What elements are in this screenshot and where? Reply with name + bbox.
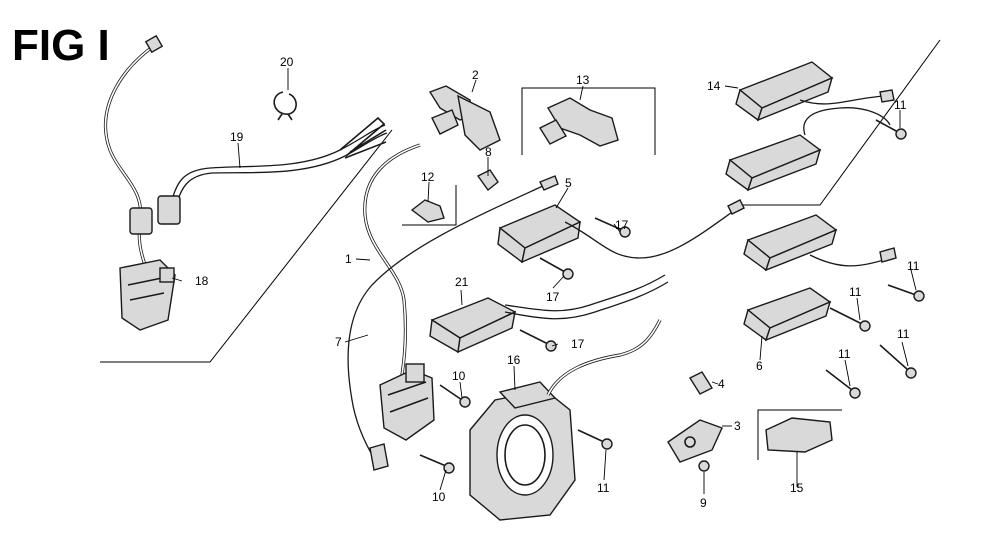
callout-9: 9 bbox=[700, 496, 707, 510]
leader-lines bbox=[171, 68, 917, 494]
part-coil-5 bbox=[497, 199, 745, 264]
frame-left-group bbox=[100, 129, 393, 363]
callout-15: 15 bbox=[790, 481, 804, 495]
callout-12: 12 bbox=[421, 170, 435, 184]
part-lead-19 bbox=[157, 116, 388, 225]
bolt-17-c bbox=[519, 329, 557, 352]
callout-11-r4: 11 bbox=[838, 347, 851, 361]
callout-17-a: 17 bbox=[615, 218, 629, 232]
bolt-11-r2 bbox=[829, 307, 871, 332]
part-lead-7 bbox=[347, 175, 559, 471]
bolt-11-center bbox=[577, 429, 613, 450]
part-clip-8 bbox=[476, 169, 499, 192]
callout-18: 18 bbox=[195, 274, 209, 288]
part-ignition-coil-1 bbox=[363, 143, 435, 441]
part-plug-cap-2 bbox=[428, 85, 501, 151]
callout-1: 1 bbox=[345, 252, 352, 266]
bolt-17-b bbox=[539, 257, 574, 280]
callout-10-b: 10 bbox=[432, 490, 446, 504]
bolt-10-a bbox=[439, 384, 471, 408]
bolt-10-b bbox=[419, 454, 455, 474]
bolts bbox=[419, 119, 925, 474]
part-coil-6 bbox=[743, 214, 897, 342]
callout-19: 19 bbox=[230, 130, 244, 144]
callout-8: 8 bbox=[485, 145, 492, 159]
part-clip-12 bbox=[410, 199, 445, 223]
callout-16: 16 bbox=[507, 353, 521, 367]
callout-11-top: 11 bbox=[894, 98, 907, 112]
group-frames bbox=[100, 39, 941, 460]
callout-11-r1: 11 bbox=[907, 259, 920, 273]
bolt-11-r1 bbox=[887, 284, 925, 302]
callout-14: 14 bbox=[707, 79, 721, 93]
callout-13: 13 bbox=[576, 73, 590, 87]
callout-11-r3: 11 bbox=[897, 327, 910, 341]
part-clip-20 bbox=[273, 91, 297, 121]
bolt-11-r3 bbox=[879, 344, 917, 379]
callout-3: 3 bbox=[734, 419, 741, 433]
part-plate-3 bbox=[667, 419, 723, 463]
callout-5: 5 bbox=[565, 176, 572, 190]
callout-17-c: 17 bbox=[571, 337, 585, 351]
callout-10-a: 10 bbox=[452, 369, 466, 383]
frame-box-12 bbox=[402, 185, 457, 226]
callout-6: 6 bbox=[756, 359, 763, 373]
bolt-11-top bbox=[875, 119, 907, 140]
bolt-11-r4 bbox=[825, 369, 861, 399]
callout-17-b: 17 bbox=[546, 290, 560, 304]
part-ignition-coil-18 bbox=[104, 34, 176, 331]
part-coil-21 bbox=[429, 274, 669, 354]
frame-box-13 bbox=[521, 87, 656, 155]
callout-labels: 20 19 18 2 13 8 12 1 7 5 17 17 21 17 10 … bbox=[195, 55, 920, 510]
figure-title: FIG I bbox=[12, 21, 110, 70]
frame-group-14 bbox=[738, 39, 941, 206]
frame-box-15 bbox=[757, 409, 842, 460]
callout-11-r2: 11 bbox=[849, 285, 862, 299]
callout-2: 2 bbox=[472, 68, 479, 82]
part-stator-16 bbox=[469, 319, 662, 521]
part-plug-cap-13 bbox=[538, 97, 619, 147]
part-bracket-15 bbox=[765, 417, 833, 453]
callout-11-center: 11 bbox=[597, 481, 610, 495]
callout-7: 7 bbox=[335, 335, 342, 349]
callout-4: 4 bbox=[718, 377, 725, 391]
part-bolt-9 bbox=[698, 460, 710, 472]
callout-20: 20 bbox=[280, 55, 294, 69]
part-coil-14 bbox=[725, 61, 895, 192]
part-clip-4 bbox=[688, 371, 714, 395]
callout-21: 21 bbox=[455, 275, 469, 289]
